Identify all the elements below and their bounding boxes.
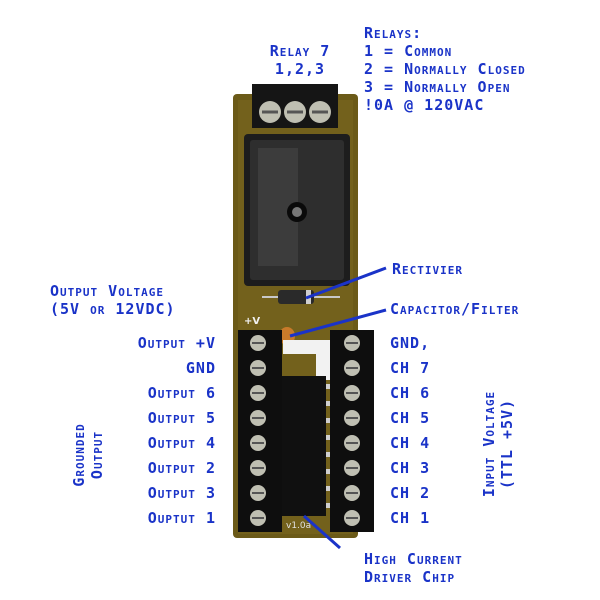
left-terminal-label-5: Output 4	[147, 434, 216, 452]
left-terminal-label-7: Output 3	[147, 484, 216, 502]
right-terminal-label-5: CH 4	[390, 434, 431, 452]
relays-legend-title: Relays:	[364, 24, 423, 42]
left-terminal-label-3: Output 6	[147, 384, 216, 402]
chip-pin-right-7	[326, 486, 332, 491]
relay-header-label: Relay 7 1,2,3	[252, 42, 348, 78]
relays-legend: Relays: 1 = Common 2 = Normally Closed 3…	[364, 24, 526, 114]
chip-pin-right-4	[326, 435, 332, 440]
right-terminal-label-1: GND,	[390, 334, 431, 352]
chip-pin-right-8	[326, 503, 332, 508]
output-voltage-label: Output Voltage (5V or 12VDC)	[50, 282, 176, 318]
chip-pin-right-6	[326, 469, 332, 474]
silkscreen-version: v1.0a	[286, 521, 311, 531]
relay-terminal-block	[252, 84, 338, 128]
right-terminal-label-8: CH 1	[390, 509, 431, 527]
input-voltage-label: Input Voltage (TTL +5V)	[480, 366, 516, 522]
grounded-output-label: Grounded Output	[70, 395, 106, 515]
output-voltage-line2: (5V or 12VDC)	[50, 300, 176, 318]
chip-pin-right-2	[326, 401, 332, 406]
relays-legend-line1: 1 = Common	[364, 42, 453, 60]
left-terminal-label-1: Output +V	[137, 334, 216, 352]
right-terminal-label-7: CH 2	[390, 484, 431, 502]
right-terminal-label-3: CH 6	[390, 384, 431, 402]
driver-chip-line2: Driver Chip	[364, 568, 456, 586]
left-terminal-label-6: Output 2	[147, 459, 216, 477]
right-terminal-strip	[330, 330, 374, 532]
output-voltage-line1: Output Voltage	[50, 282, 164, 300]
input-voltage-line2: (TTL +5V)	[498, 398, 516, 490]
right-terminal-label-2: CH 7	[390, 359, 431, 377]
relays-legend-line2: 2 = Normally Closed	[364, 60, 526, 78]
silkscreen-plus-v: +V	[244, 316, 260, 327]
driver-chip-line1: High Current	[364, 550, 463, 568]
left-terminal-label-2: GND	[185, 359, 216, 377]
rectifier-label: Rectivier	[392, 260, 464, 278]
right-terminal-label-6: CH 3	[390, 459, 431, 477]
left-terminal-strip	[238, 330, 282, 532]
relay-header-line1: Relay 7	[269, 42, 331, 60]
right-terminal-label-4: CH 5	[390, 409, 431, 427]
left-terminal-label-8: Ouptut 1	[147, 509, 216, 527]
relays-legend-line4: !0A @ 120VAC	[364, 96, 485, 114]
left-terminal-label-4: Output 5	[147, 409, 216, 427]
chip-pin-right-1	[326, 384, 332, 389]
capacitor-label: Capacitor/Filter	[390, 300, 520, 318]
chip-pin-right-5	[326, 452, 332, 457]
input-voltage-line1: Input Voltage	[480, 390, 498, 498]
driver-chip-label: High Current Driver Chip	[364, 550, 463, 586]
relay	[244, 134, 350, 286]
grounded-output-line1: Grounded	[70, 423, 88, 487]
relay-header-line2: 1,2,3	[274, 60, 326, 78]
relays-legend-line3: 3 = Normally Open	[364, 78, 511, 96]
chip-pin-right-3	[326, 418, 332, 423]
pointer-lines	[289, 266, 387, 550]
grounded-output-line2: Output	[88, 430, 106, 480]
